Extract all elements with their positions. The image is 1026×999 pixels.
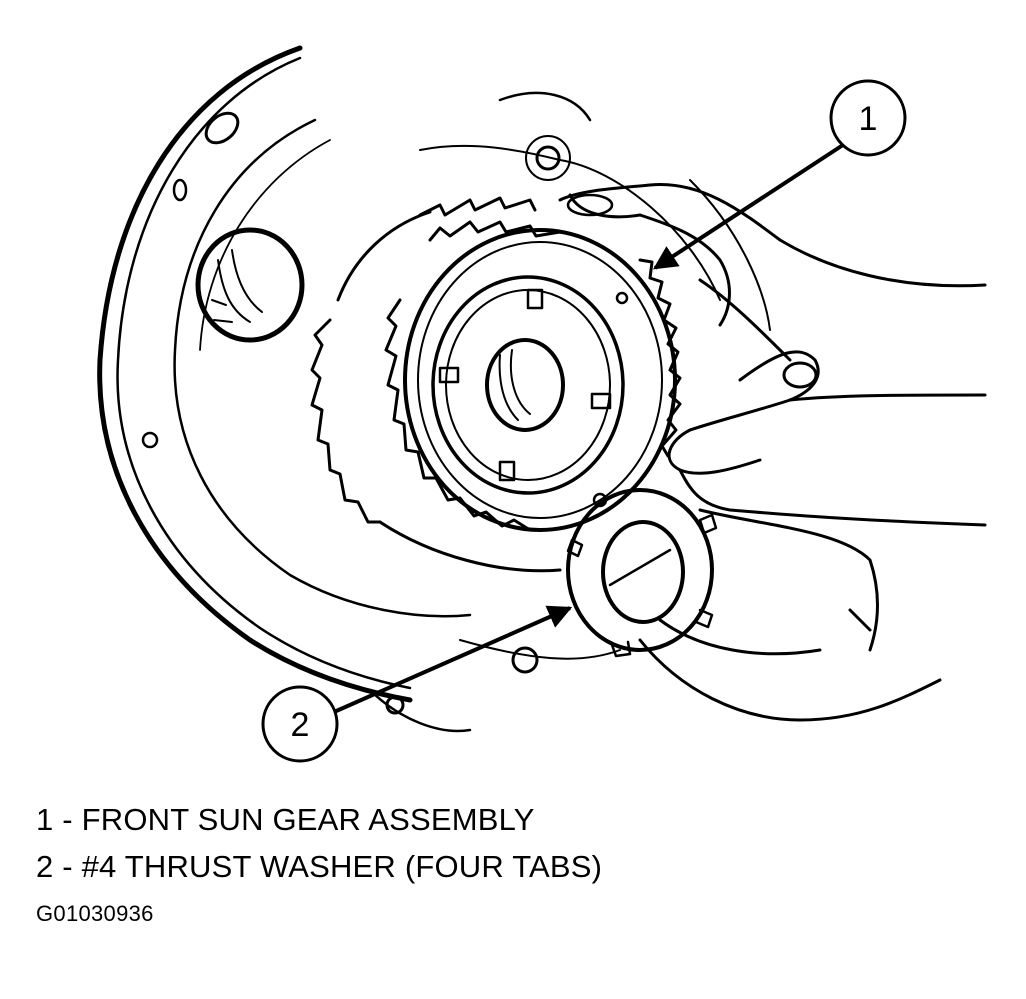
legend-item-front-sun-gear: 1 - FRONT SUN GEAR ASSEMBLY [36, 802, 535, 837]
transmission-case [97, 45, 771, 733]
leader-line-2 [333, 605, 573, 714]
callout-1: 1 [829, 79, 907, 157]
legend-item-thrust-washer: 2 - #4 THRUST WASHER (FOUR TABS) [36, 849, 603, 884]
callout-number-1: 1 [859, 100, 878, 138]
leader-line-1 [652, 141, 848, 270]
front-sun-gear-assembly [310, 196, 682, 573]
hand [558, 182, 987, 722]
callout-number-2: 2 [291, 706, 310, 744]
legend: 1 - FRONT SUN GEAR ASSEMBLY 2 - #4 THRUS… [36, 796, 602, 890]
callout-circle-1 [829, 79, 907, 157]
callout-circle-2 [261, 685, 339, 763]
leader-lines [333, 141, 848, 714]
gear-removal-illustration: 1 2 [97, 45, 987, 763]
thrust-washer [566, 488, 718, 658]
callout-2: 2 [261, 685, 339, 763]
figure-code: G01030936 [36, 901, 154, 926]
